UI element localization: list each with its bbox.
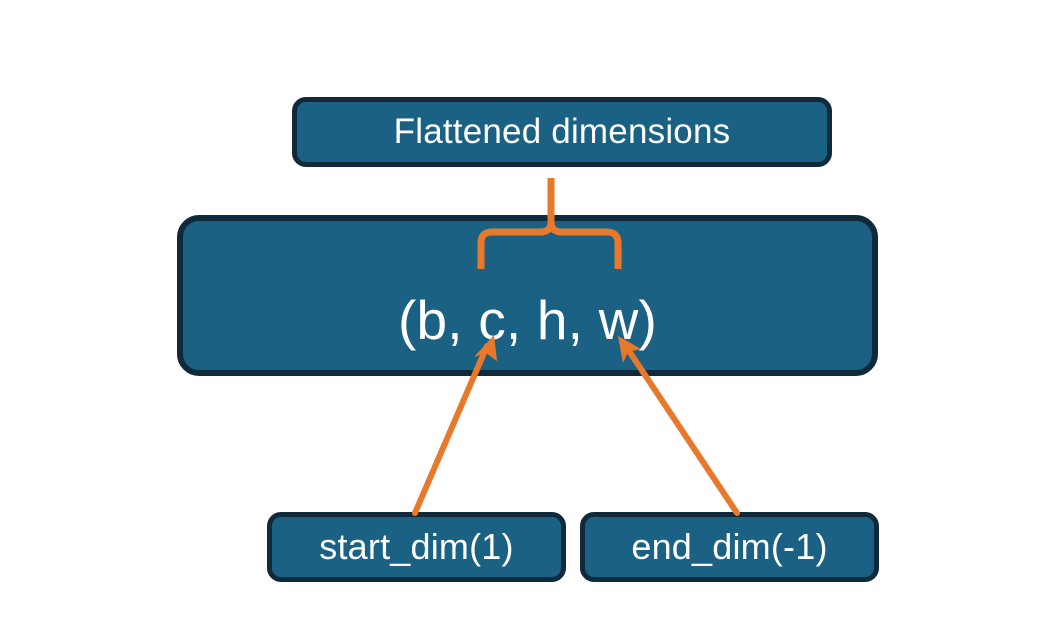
- end-dim-label: end_dim(-1): [631, 526, 828, 567]
- end-dim-node[interactable]: end_dim(-1): [580, 512, 879, 582]
- flattened-dimensions-label: Flattened dimensions: [393, 112, 731, 151]
- tensor-shape-node[interactable]: (b, c, h, w): [177, 215, 878, 376]
- start-dim-node[interactable]: start_dim(1): [267, 512, 566, 582]
- tensor-shape-label: (b, c, h, w): [397, 289, 658, 351]
- flattened-dimensions-node[interactable]: Flattened dimensions: [292, 97, 832, 167]
- start-dim-label: start_dim(1): [319, 526, 514, 567]
